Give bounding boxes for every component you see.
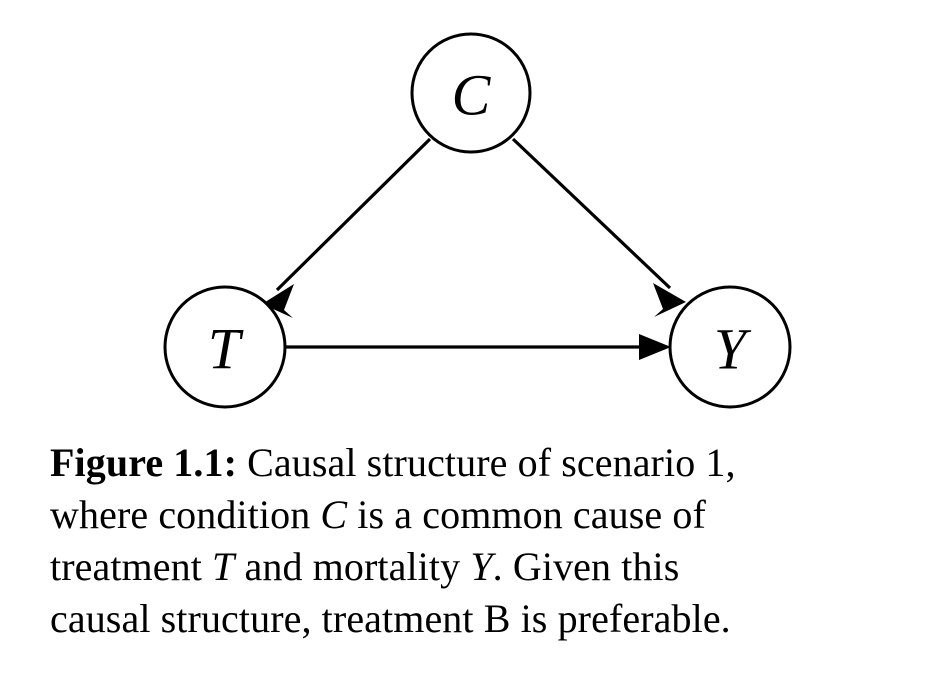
caption-line-4-text: causal structure, treatment B is prefera… — [50, 596, 731, 641]
edge-t-to-y-arrowhead — [639, 334, 671, 360]
caption-line-2: where condition C is a common cause of — [50, 489, 910, 541]
caption-line-1-text: Causal structure of scenario 1, — [237, 440, 736, 485]
node-y[interactable]: Y — [668, 285, 792, 409]
caption-line-4: causal structure, treatment B is prefera… — [50, 593, 910, 645]
causal-diagram: C T Y — [163, 32, 792, 409]
caption-line-1: Figure 1.1: Causal structure of scenario… — [50, 437, 910, 489]
caption-variable-y: Y — [470, 544, 493, 589]
caption-line-2-part-b: is a common cause of — [347, 492, 706, 537]
caption-line-3: treatment T and mortality Y. Given this — [50, 541, 910, 593]
caption-variable-c: C — [320, 492, 348, 537]
caption-line-3-part-c: . Given this — [492, 544, 680, 589]
node-c[interactable]: C — [410, 32, 532, 154]
node-t[interactable]: T — [163, 285, 287, 409]
caption-figure-label: Figure 1.1: — [50, 440, 237, 485]
edge-c-to-y-line — [511, 137, 672, 290]
node-c-circle — [410, 32, 532, 154]
node-t-label: T — [208, 317, 244, 382]
caption-variable-t: T — [212, 544, 235, 589]
node-y-circle — [668, 285, 792, 409]
dag-svg: C T Y — [163, 32, 792, 409]
caption-line-3-part-b: and mortality — [234, 544, 471, 589]
node-y-label: Y — [714, 317, 752, 382]
edge-c-to-t-arrowhead — [262, 284, 294, 318]
figure-caption: Figure 1.1: Causal structure of scenario… — [50, 437, 910, 645]
caption-line-3-part-a: treatment — [50, 544, 213, 589]
caption-line-2-part-a: where condition — [50, 492, 321, 537]
edge-c-to-t-line — [275, 137, 432, 292]
node-t-circle — [163, 285, 287, 409]
edge-c-to-y-arrowhead — [653, 283, 686, 317]
node-c-label: C — [452, 63, 492, 128]
